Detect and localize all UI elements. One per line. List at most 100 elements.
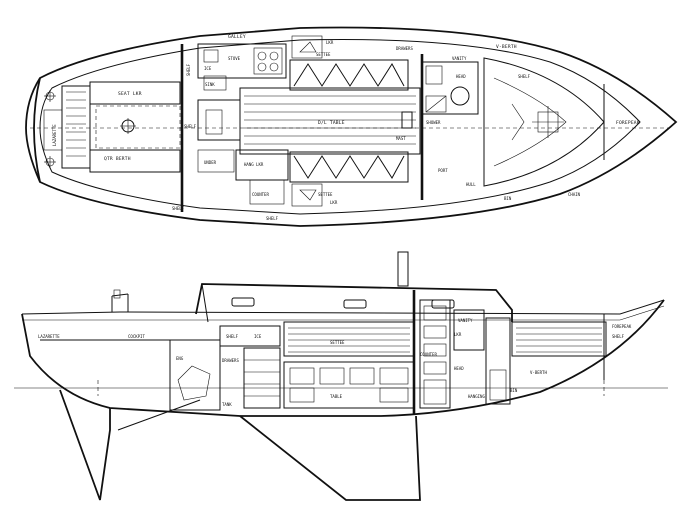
profile-vberth xyxy=(511,321,607,357)
companionway xyxy=(201,283,209,323)
portlight-3 xyxy=(431,299,455,309)
portlight-2 xyxy=(343,299,367,309)
profile-counter-label: COUNTER xyxy=(420,352,437,357)
mast-stub xyxy=(397,251,409,287)
plan-ice-box-label: ICE xyxy=(204,66,212,71)
counter-lower xyxy=(249,179,285,205)
settee-upper-cushion xyxy=(293,63,405,87)
shower-pan xyxy=(425,95,447,113)
settee-upper xyxy=(289,59,409,91)
plan-lazarette-label: LAZARETTE xyxy=(52,124,57,146)
profile-hanging-label: HANGING xyxy=(468,394,485,399)
plan-vanity-label: VANITY xyxy=(452,56,467,61)
plan-table-label: D/L TABLE xyxy=(318,120,345,126)
profile-sheer-line xyxy=(21,299,665,315)
quarter-berth-dashed xyxy=(95,105,181,149)
plan-settee-lower-label: SETTEE xyxy=(318,192,333,197)
profile-hanging-door xyxy=(489,369,507,401)
plan-drawers-label: DRAWERS xyxy=(396,46,413,51)
plan-mast-label: MAST xyxy=(396,136,406,141)
settee-lower xyxy=(289,151,409,183)
lazarette-hatch xyxy=(43,109,63,151)
ice-box xyxy=(203,49,219,63)
profile-toe-rail xyxy=(22,305,665,321)
profile-drawers xyxy=(243,347,281,409)
engine-compartment xyxy=(169,339,221,411)
plan-bin-label: BIN xyxy=(504,196,512,201)
plan-chain-locker-label: CHAIN xyxy=(568,192,581,197)
profile-engine-label: ENG xyxy=(176,356,184,361)
cockpit-sole-hatch xyxy=(66,91,86,157)
plan-hanging-locker-label: HANG LKR xyxy=(244,162,264,167)
plan-settee-upper-label: SETTEE xyxy=(316,52,331,57)
plan-galley-label: GALLEY xyxy=(228,34,246,40)
galley-sink xyxy=(203,75,227,91)
plan-locker-lower-label: LKR xyxy=(330,200,338,205)
fwd-hatch-mark xyxy=(532,106,564,138)
plan-head-label: HEAD xyxy=(456,74,466,79)
profile-vberth-label: V-BERTH xyxy=(530,370,547,375)
profile-hanging-locker xyxy=(485,317,511,405)
profile-rudder xyxy=(59,389,111,501)
profile-forepeak-label: FOREPEAK xyxy=(612,324,632,329)
v-berth-cushion-line xyxy=(493,77,567,167)
saloon-sole xyxy=(239,87,421,155)
plan-port-label: PORT xyxy=(438,168,448,173)
v-berth-fold xyxy=(511,103,525,141)
profile-vanity-label: VANITY xyxy=(458,318,473,323)
profile-keel xyxy=(239,415,421,501)
profile-table-label: TABLE xyxy=(330,394,343,399)
cabin-house xyxy=(195,283,513,322)
plan-hull-label: HULL xyxy=(466,182,476,187)
profile-vanity-box xyxy=(453,309,485,351)
profile-bin-label: BIN xyxy=(510,388,518,393)
plan-winch-marks xyxy=(44,90,56,168)
head-compartment xyxy=(421,61,479,115)
plan-vberth-label: V-BERTH xyxy=(496,44,517,50)
profile-prop-shaft xyxy=(117,399,201,431)
profile-head xyxy=(419,299,451,409)
profile-drawers-label: DRAWERS xyxy=(222,358,239,363)
plan-quarter-berth-label: QTR BERTH xyxy=(104,156,131,162)
profile-icebox-label: ICE xyxy=(254,334,262,339)
plan-deck-line xyxy=(39,38,641,215)
plan-counter-label: COUNTER xyxy=(252,192,269,197)
settee-backrest xyxy=(283,321,415,357)
cockpit-seat-upper xyxy=(89,81,181,105)
plan-shelf-bottom-left-label: SHELF xyxy=(172,206,185,211)
portlight-1 xyxy=(231,297,255,307)
engine-block xyxy=(177,365,211,401)
plan-stove-label: STOVE xyxy=(228,56,241,61)
profile-shelf-fwd-label: SHELF xyxy=(612,334,625,339)
plan-shelf-forward-label: SHELF xyxy=(518,74,531,79)
profile-shelf-block xyxy=(219,325,281,347)
cockpit-seat-lower xyxy=(89,149,181,173)
stove xyxy=(253,47,283,75)
plan-sink-label: SINK xyxy=(205,82,215,87)
profile-view: LAZARETTE COCKPIT ENG SHELF ICE DRAWERS … xyxy=(14,251,668,501)
profile-locker-label: LKR xyxy=(454,332,462,337)
mast-step xyxy=(401,111,413,129)
profile-hull-outline xyxy=(21,299,665,417)
plan-shelf-lower-label: SHELF xyxy=(266,216,279,221)
profile-shelf-label: SHELF xyxy=(226,334,239,339)
plan-locker-upper-label: LKR xyxy=(326,40,334,45)
profile-settee-label: SETTEE xyxy=(330,340,345,345)
head-vanity xyxy=(425,65,443,85)
plan-view: LAZARETTE SEAT LKR QTR BERTH xyxy=(25,26,678,227)
plan-transom xyxy=(33,77,41,183)
galley-counter xyxy=(197,43,287,79)
profile-head-label: HEAD xyxy=(454,366,464,371)
nav-table-top xyxy=(205,109,223,135)
settee-lower-cushion xyxy=(293,155,405,179)
plan-shelf-up-left-label: SHELF xyxy=(186,63,191,76)
locker-upper xyxy=(291,35,323,59)
stern-light xyxy=(113,289,121,299)
under-seat xyxy=(197,149,235,173)
profile-cockpit-label: COCKPIT xyxy=(128,334,145,339)
plan-shelf-left-label: SHELF xyxy=(184,124,197,129)
plan-under-seat-label: UNDER xyxy=(204,160,217,165)
profile-lazarette-label: LAZARETTE xyxy=(38,334,60,339)
